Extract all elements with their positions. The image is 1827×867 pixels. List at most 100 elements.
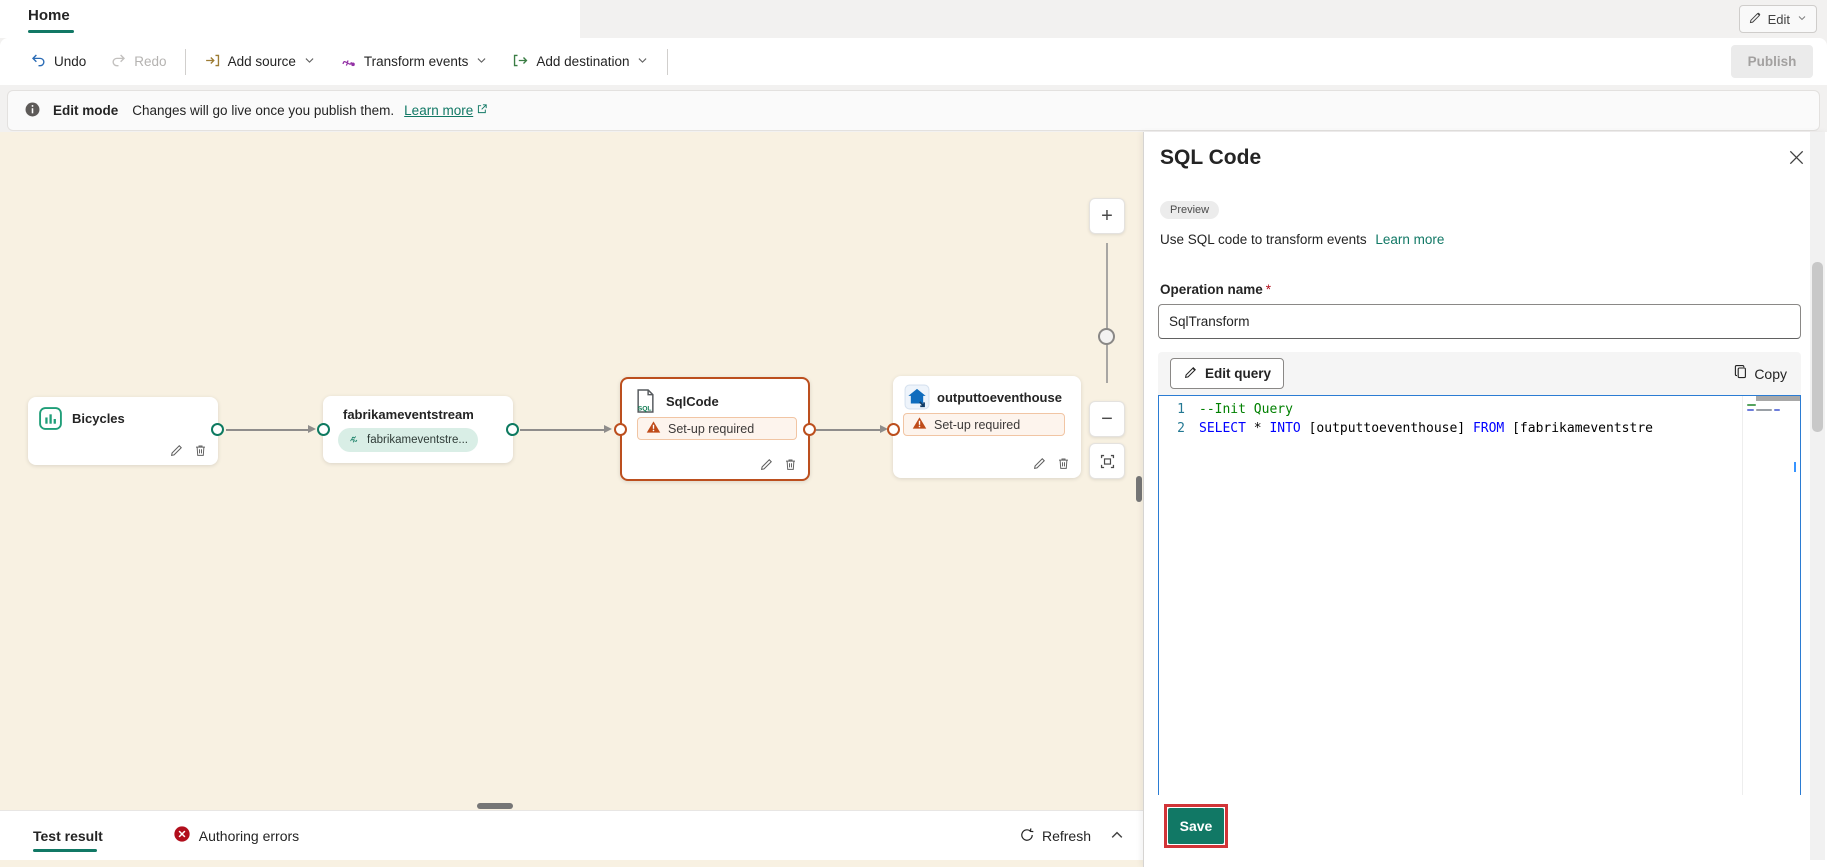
chevron-down-icon	[1796, 12, 1808, 27]
edit-mode-dropdown[interactable]: Edit	[1738, 5, 1817, 33]
error-badge-icon	[173, 825, 191, 846]
eventstream-badge[interactable]: fabrikameventstre...	[338, 428, 478, 452]
refresh-icon	[1019, 827, 1035, 846]
publish-button[interactable]: Publish	[1731, 45, 1813, 78]
sql-code-panel: SQL Code Preview Use SQL code to transfo…	[1143, 132, 1827, 867]
panel-scrollbar-track[interactable]	[1810, 132, 1825, 860]
tab-strip-background	[0, 0, 580, 38]
warning-icon	[646, 420, 661, 437]
edit-query-button[interactable]: Edit query	[1170, 358, 1285, 389]
add-destination-label: Add destination	[536, 54, 630, 69]
output-port[interactable]	[506, 423, 519, 436]
eventstream-icon	[348, 432, 361, 448]
arrowhead-icon	[308, 425, 316, 433]
add-destination-icon	[512, 52, 529, 72]
chevron-down-icon	[475, 54, 488, 70]
input-port[interactable]	[317, 423, 330, 436]
add-source-icon	[204, 52, 221, 72]
banner-message: Changes will go live once you publish th…	[132, 103, 395, 118]
editor-scrollbar[interactable]	[1756, 396, 1800, 401]
setup-required-warning: Set-up required	[637, 417, 797, 440]
save-button[interactable]: Save	[1168, 808, 1224, 844]
cursor-overview-mark	[1794, 462, 1796, 472]
edge-bicycles-to-eventstream[interactable]	[226, 429, 312, 431]
ribbon-toolbar: Undo Redo Add source Transform events Ad…	[0, 38, 1827, 85]
canvas-horizontal-scrollbar[interactable]	[477, 803, 513, 809]
zoom-slider-track[interactable]	[1106, 243, 1108, 383]
edit-mode-label: Edit	[1767, 11, 1790, 27]
minimap[interactable]	[1742, 396, 1788, 867]
input-port[interactable]	[887, 423, 900, 436]
warning-label: Set-up required	[668, 421, 755, 436]
warning-label: Set-up required	[934, 417, 1021, 432]
pencil-icon	[1748, 11, 1762, 28]
edge-eventstream-to-sqlcode[interactable]	[520, 429, 608, 431]
tab-test-result[interactable]: Test result	[33, 814, 103, 858]
transform-events-button[interactable]: Transform events	[328, 44, 501, 80]
redo-label: Redo	[134, 54, 167, 69]
zoom-out-button[interactable]: −	[1089, 401, 1125, 437]
query-toolbar: Edit query Copy	[1158, 352, 1801, 395]
copy-label: Copy	[1754, 365, 1787, 382]
redo-button[interactable]: Redo	[98, 44, 178, 80]
code-line[interactable]: 1--Init Query	[1177, 402, 1293, 417]
arrowhead-icon	[880, 425, 888, 433]
active-tab-indicator	[33, 848, 97, 852]
delete-node-icon[interactable]	[783, 457, 798, 472]
edit-node-icon[interactable]	[1032, 456, 1047, 471]
operation-name-input[interactable]	[1158, 304, 1801, 339]
panel-scrollbar-thumb[interactable]	[1812, 262, 1823, 432]
svg-text:SQL: SQL	[638, 405, 652, 412]
output-port[interactable]	[211, 423, 224, 436]
edit-node-icon[interactable]	[169, 443, 184, 458]
output-port[interactable]	[803, 423, 816, 436]
add-source-button[interactable]: Add source	[192, 44, 328, 80]
canvas-vertical-scrollbar[interactable]	[1136, 476, 1142, 502]
edit-node-icon[interactable]	[759, 457, 774, 472]
preview-badge: Preview	[1160, 201, 1220, 219]
edit-mode-banner: Edit mode Changes will go live once you …	[7, 90, 1820, 131]
banner-learn-more-link[interactable]: Learn more	[404, 103, 488, 118]
test-result-label: Test result	[33, 827, 103, 844]
toolbar-divider	[667, 48, 669, 75]
node-eventstream[interactable]: fabrikameventstream fabrikameventstre...	[323, 396, 513, 463]
refresh-label: Refresh	[1041, 828, 1091, 844]
operation-name-label: Operation name*	[1160, 282, 1271, 297]
collapse-panel-chevron-icon[interactable]	[1109, 827, 1125, 846]
chevron-down-icon	[636, 54, 649, 70]
transform-events-label: Transform events	[363, 54, 469, 69]
edge-sqlcode-to-eventhouse[interactable]	[816, 429, 884, 431]
authoring-errors-label: Authoring errors	[198, 827, 300, 844]
pencil-icon	[1183, 365, 1198, 383]
input-port[interactable]	[614, 423, 627, 436]
copy-button[interactable]: Copy	[1733, 364, 1787, 383]
bottom-bar: Test result Authoring errors Refresh	[0, 810, 1143, 860]
close-icon[interactable]	[1787, 148, 1807, 168]
tab-home[interactable]: Home	[28, 7, 70, 24]
undo-label: Undo	[54, 54, 87, 69]
delete-node-icon[interactable]	[193, 443, 208, 458]
zoom-slider-handle[interactable]	[1098, 328, 1115, 345]
panel-learn-more-link[interactable]: Learn more	[1375, 232, 1445, 247]
node-bicycles[interactable]: Bicycles	[28, 397, 218, 465]
fit-to-screen-button[interactable]	[1089, 443, 1125, 479]
undo-button[interactable]: Undo	[18, 44, 98, 80]
sql-code-icon: SQL	[635, 388, 656, 419]
delete-node-icon[interactable]	[1056, 456, 1071, 471]
add-destination-button[interactable]: Add destination	[500, 44, 661, 80]
node-eventhouse[interactable]: outputtoeventhouse Set-up required	[893, 376, 1081, 478]
refresh-button[interactable]: Refresh	[1019, 827, 1091, 846]
tab-authoring-errors[interactable]: Authoring errors	[173, 825, 299, 846]
node-sqlcode-selected[interactable]: SQL SqlCode Set-up required	[620, 377, 810, 481]
redo-icon	[110, 52, 127, 72]
graph-canvas[interactable]: Bicycles fabrikameventstream fabrikameve…	[0, 132, 1143, 810]
warning-icon	[912, 416, 927, 433]
learn-more-label: Learn more	[404, 103, 474, 118]
panel-title: SQL Code	[1160, 146, 1262, 169]
eventstream-badge-label: fabrikameventstre...	[367, 434, 468, 446]
zoom-in-button[interactable]: +	[1089, 198, 1125, 234]
